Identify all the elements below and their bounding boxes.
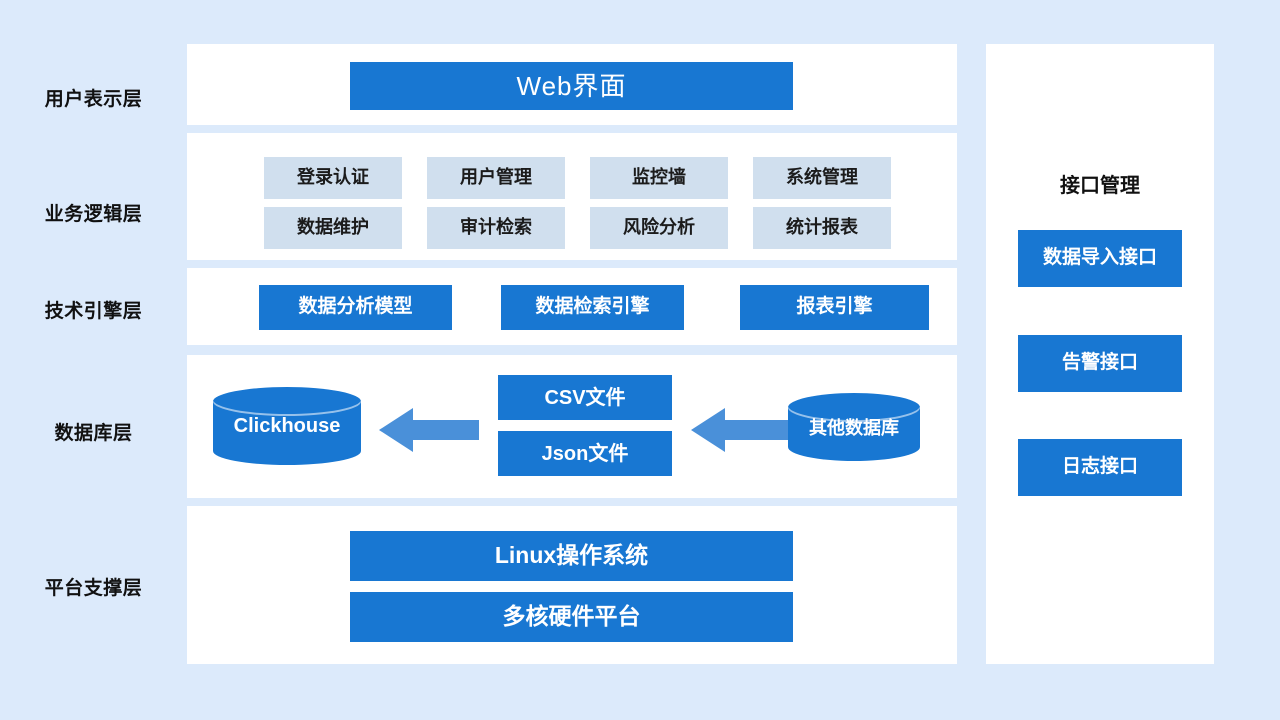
layer-label-business: 业务逻辑层	[44, 204, 143, 225]
box-audit-search[interactable]: 审计检索	[427, 207, 565, 249]
panel-interface-management: 接口管理 数据导入接口 告警接口 日志接口	[986, 44, 1214, 664]
box-data-search-engine[interactable]: 数据检索引擎	[501, 285, 684, 330]
cylinder-clickhouse[interactable]: Clickhouse	[213, 387, 361, 465]
box-data-analysis-model[interactable]: 数据分析模型	[259, 285, 452, 330]
box-csv-file[interactable]: CSV文件	[498, 375, 672, 420]
box-data-import-interface[interactable]: 数据导入接口	[1018, 230, 1182, 287]
box-user-management[interactable]: 用户管理	[427, 157, 565, 199]
cylinder-top-ellipse	[788, 393, 920, 422]
box-report-engine[interactable]: 报表引擎	[740, 285, 929, 330]
layer-label-column: 用户表示层 业务逻辑层 技术引擎层 数据库层 平台支撑层	[0, 0, 187, 720]
box-statistics-report[interactable]: 统计报表	[753, 207, 891, 249]
box-linux-os[interactable]: Linux操作系统	[350, 531, 793, 581]
box-alarm-interface[interactable]: 告警接口	[1018, 335, 1182, 392]
box-data-maintenance[interactable]: 数据维护	[264, 207, 402, 249]
cylinder-top-ellipse	[213, 387, 361, 416]
layer-label-database: 数据库层	[54, 423, 133, 444]
panel-engine-layer: 数据分析模型 数据检索引擎 报表引擎	[187, 268, 957, 345]
interface-panel-title: 接口管理	[1060, 175, 1140, 197]
box-login-auth[interactable]: 登录认证	[264, 157, 402, 199]
box-monitor-wall[interactable]: 监控墙	[590, 157, 728, 199]
arrow-source-to-files-icon	[691, 407, 791, 458]
box-json-file[interactable]: Json文件	[498, 431, 672, 476]
box-web-interface[interactable]: Web界面	[350, 62, 793, 110]
panel-platform-layer: Linux操作系统 多核硬件平台	[187, 506, 957, 664]
box-risk-analysis[interactable]: 风险分析	[590, 207, 728, 249]
layer-label-engine: 技术引擎层	[44, 301, 143, 322]
panel-database-layer: Clickhouse CSV文件 Json文件 其他数据库	[187, 355, 957, 498]
cylinder-other-database[interactable]: 其他数据库	[788, 393, 920, 461]
panel-business-layer: 登录认证 用户管理 监控墙 系统管理 数据维护 审计检索 风险分析 统计报表	[187, 133, 957, 260]
cylinder-other-database-label: 其他数据库	[809, 418, 899, 438]
box-multicore-hardware[interactable]: 多核硬件平台	[350, 592, 793, 642]
cylinder-clickhouse-label: Clickhouse	[233, 414, 341, 437]
box-system-management[interactable]: 系统管理	[753, 157, 891, 199]
layer-label-presentation: 用户表示层	[44, 89, 143, 110]
box-log-interface[interactable]: 日志接口	[1018, 439, 1182, 496]
arrow-files-to-clickhouse-icon	[379, 407, 479, 458]
layer-label-platform: 平台支撑层	[44, 578, 143, 599]
panel-presentation-layer: Web界面	[187, 44, 957, 125]
